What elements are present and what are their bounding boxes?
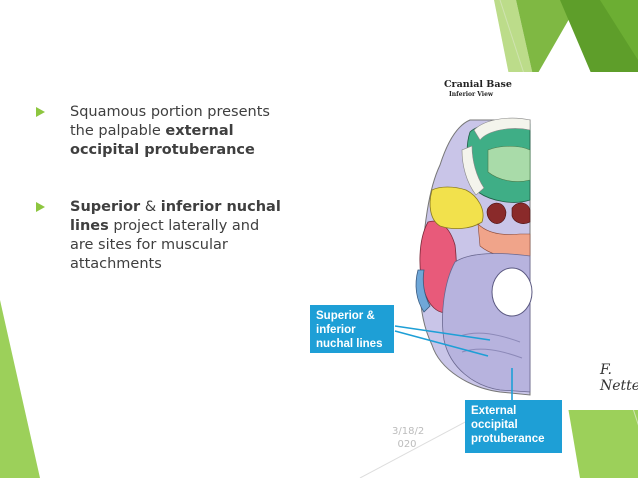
- bullet-2-ampersand: &: [140, 199, 161, 215]
- bullet-list: Squamous portion presents the palpable e…: [36, 103, 286, 274]
- callout-protuberance-line-1: External: [471, 405, 517, 417]
- figure-subtitle: Inferior View: [449, 91, 494, 98]
- callout-protuberance-line-2: occipital: [471, 419, 518, 431]
- bullet-2: Superior & inferior nuchal lines project…: [36, 198, 286, 274]
- superior-nuchal-ridge: [459, 332, 521, 343]
- callout-nuchal-lines: Superior & inferior nuchal lines: [310, 305, 394, 353]
- left-facet: [0, 300, 40, 478]
- bullet-arrow-icon: [36, 107, 45, 117]
- netter-signature: F. Netter: [600, 362, 638, 394]
- callout-nuchal-line-3: nuchal lines: [316, 338, 383, 350]
- slide-date-line-1: 3/18/2: [392, 426, 425, 437]
- callout-protuberance-line-3: protuberance: [471, 433, 545, 445]
- sphenoid-yellow: [429, 186, 484, 230]
- bullet-1: Squamous portion presents the palpable e…: [36, 103, 286, 160]
- bullet-arrow-icon: [36, 202, 45, 212]
- bullet-2-text: project laterally and are sites for musc…: [70, 218, 260, 272]
- choana-right: [511, 202, 531, 224]
- top-facet-mid: [516, 0, 580, 80]
- top-facet-light: [494, 0, 534, 80]
- figure-title: Cranial Base: [444, 79, 512, 90]
- bullet-1-bold: external occipital protuberance: [70, 123, 255, 158]
- callout-nuchal-line-1: Superior &: [316, 310, 375, 322]
- slide-date: 3/18/2 020: [392, 425, 425, 451]
- teeth-upper: [473, 117, 531, 141]
- mastoid-blue: [415, 269, 431, 313]
- top-facet-corner: [600, 0, 638, 60]
- palatine-light-green: [487, 145, 531, 182]
- pointer-line-inferior: [394, 330, 489, 357]
- foramen-magnum: [491, 267, 533, 317]
- callout-nuchal-line-2: inferior: [316, 324, 356, 336]
- sphenoid-body: [477, 223, 531, 258]
- bullet-2-bold-inferior: inferior nuchal lines: [70, 199, 281, 234]
- callout-external-occipital-protuberance: External occipital protuberance: [465, 400, 562, 453]
- slide-date-line-2: 020: [397, 439, 417, 450]
- bullet-2-bold-superior: Superior: [70, 199, 141, 215]
- choana-left: [486, 202, 507, 224]
- teeth-left: [461, 145, 485, 196]
- bullet-1-text: Squamous portion presents the palpable: [70, 104, 270, 139]
- pointer-line-superior: [394, 325, 491, 341]
